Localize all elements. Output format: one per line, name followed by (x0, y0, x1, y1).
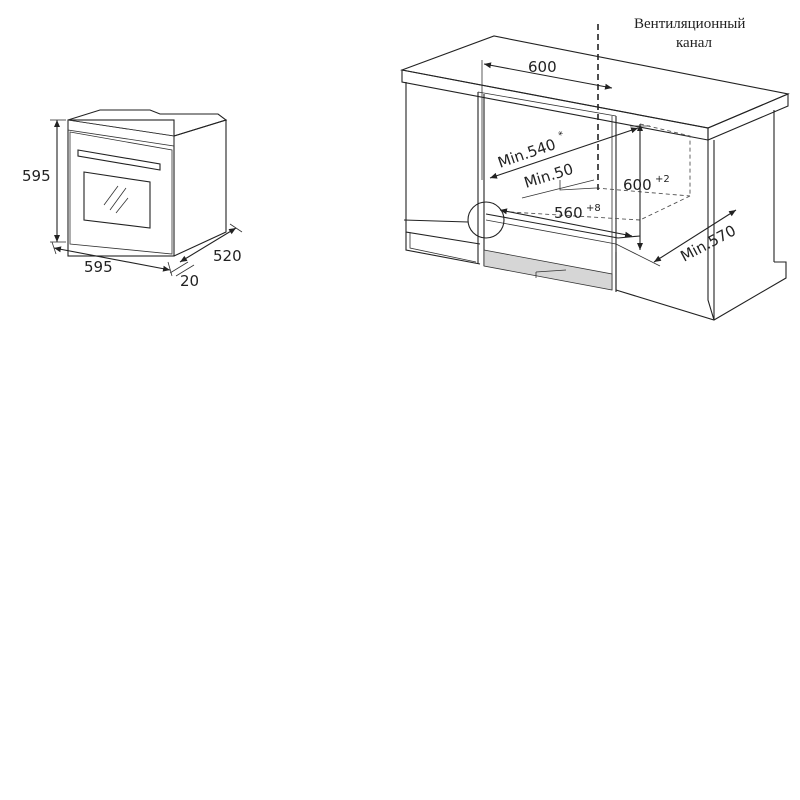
cabinet-drawing (399, 24, 790, 321)
niche-width-group: 560 +8 (554, 203, 601, 222)
oven-width-label: 595 (84, 258, 113, 276)
niche-height-group: 600 +2 (623, 174, 670, 194)
niche-width-tol: +8 (586, 203, 601, 214)
oven-height-label: 595 (22, 167, 51, 185)
oven-dimension-lines (50, 119, 243, 277)
min-width-mark: * (557, 130, 565, 142)
oven-drawing (67, 109, 228, 257)
counter-width-label: 600 (528, 58, 557, 76)
vent-note-line2: канал (676, 35, 713, 51)
niche-height-label: 600 (623, 176, 652, 194)
niche-dimension-lines (481, 60, 737, 267)
oven-door-label: 20 (180, 272, 199, 290)
niche-height-tol: +2 (655, 174, 670, 185)
oven-depth-label: 520 (213, 247, 242, 265)
vent-note-line1: Вентиляционный (634, 16, 745, 32)
niche-width-label: 560 (554, 204, 583, 222)
